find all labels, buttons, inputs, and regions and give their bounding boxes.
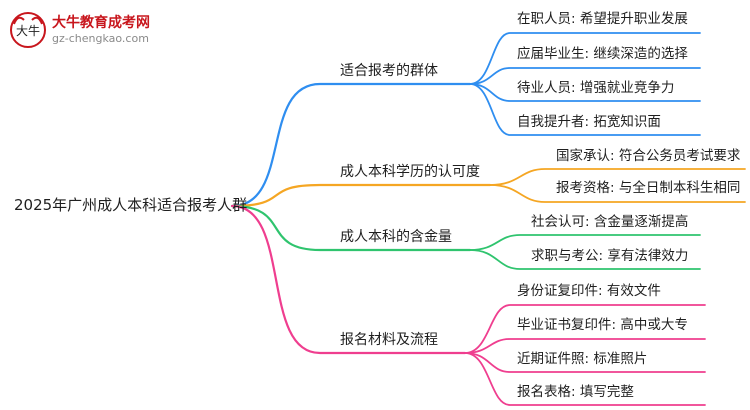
leaf-node: 报考资格: 与全日制本科生相同	[556, 180, 741, 196]
leaf-node: 社会认可: 含金量逐渐提高	[531, 214, 689, 230]
leaf-node: 近期证件照: 标准照片	[517, 351, 648, 367]
leaf-connector	[489, 184, 746, 203]
leaf-node: 毕业证书复印件: 高中或大专	[517, 317, 688, 333]
leaf-connector	[469, 83, 701, 136]
branch-label: 适合报考的群体	[340, 63, 438, 79]
logo-url: gz-chengkao.com	[52, 32, 149, 45]
branch-label: 成人本科的含金量	[340, 229, 452, 245]
leaf-node: 待业人员: 增强就业竞争力	[517, 80, 675, 96]
logo-mark-text: 大牛	[16, 23, 40, 38]
bull-logo-icon: 大牛	[10, 12, 46, 48]
leaf-connector	[469, 249, 701, 270]
branch-connector	[230, 82, 472, 208]
leaf-node: 自我提升者: 拓宽知识面	[517, 114, 661, 130]
leaf-node: 求职与考公: 享有法律效力	[531, 248, 689, 264]
branch-connector	[230, 204, 472, 252]
branch-label: 成人本科学历的认可度	[340, 164, 480, 180]
branch-label: 报名材料及流程	[340, 332, 438, 348]
leaf-connector	[469, 67, 701, 85]
leaf-connector	[469, 234, 701, 251]
branch-connector	[230, 183, 492, 208]
site-logo: 大牛 大牛教育成考网 gz-chengkao.com	[8, 8, 178, 52]
leaf-node: 国家承认: 符合公务员考试要求	[556, 148, 741, 164]
leaf-connector	[464, 352, 706, 406]
logo-title: 大牛教育成考网	[52, 15, 150, 31]
leaf-node: 报名表格: 填写完整	[517, 384, 634, 400]
leaf-connector	[464, 304, 706, 354]
leaf-connector	[489, 168, 746, 186]
leaf-connector	[464, 338, 706, 354]
leaf-node: 应届毕业生: 继续深造的选择	[517, 46, 688, 62]
leaf-node: 身份证复印件: 有效文件	[517, 283, 661, 299]
leaf-connector	[469, 32, 701, 85]
leaf-node: 在职人员: 希望提升职业发展	[517, 11, 688, 27]
branch-connector	[230, 204, 467, 355]
mindmap-root: 2025年广州成人本科适合报考人群	[14, 196, 248, 214]
